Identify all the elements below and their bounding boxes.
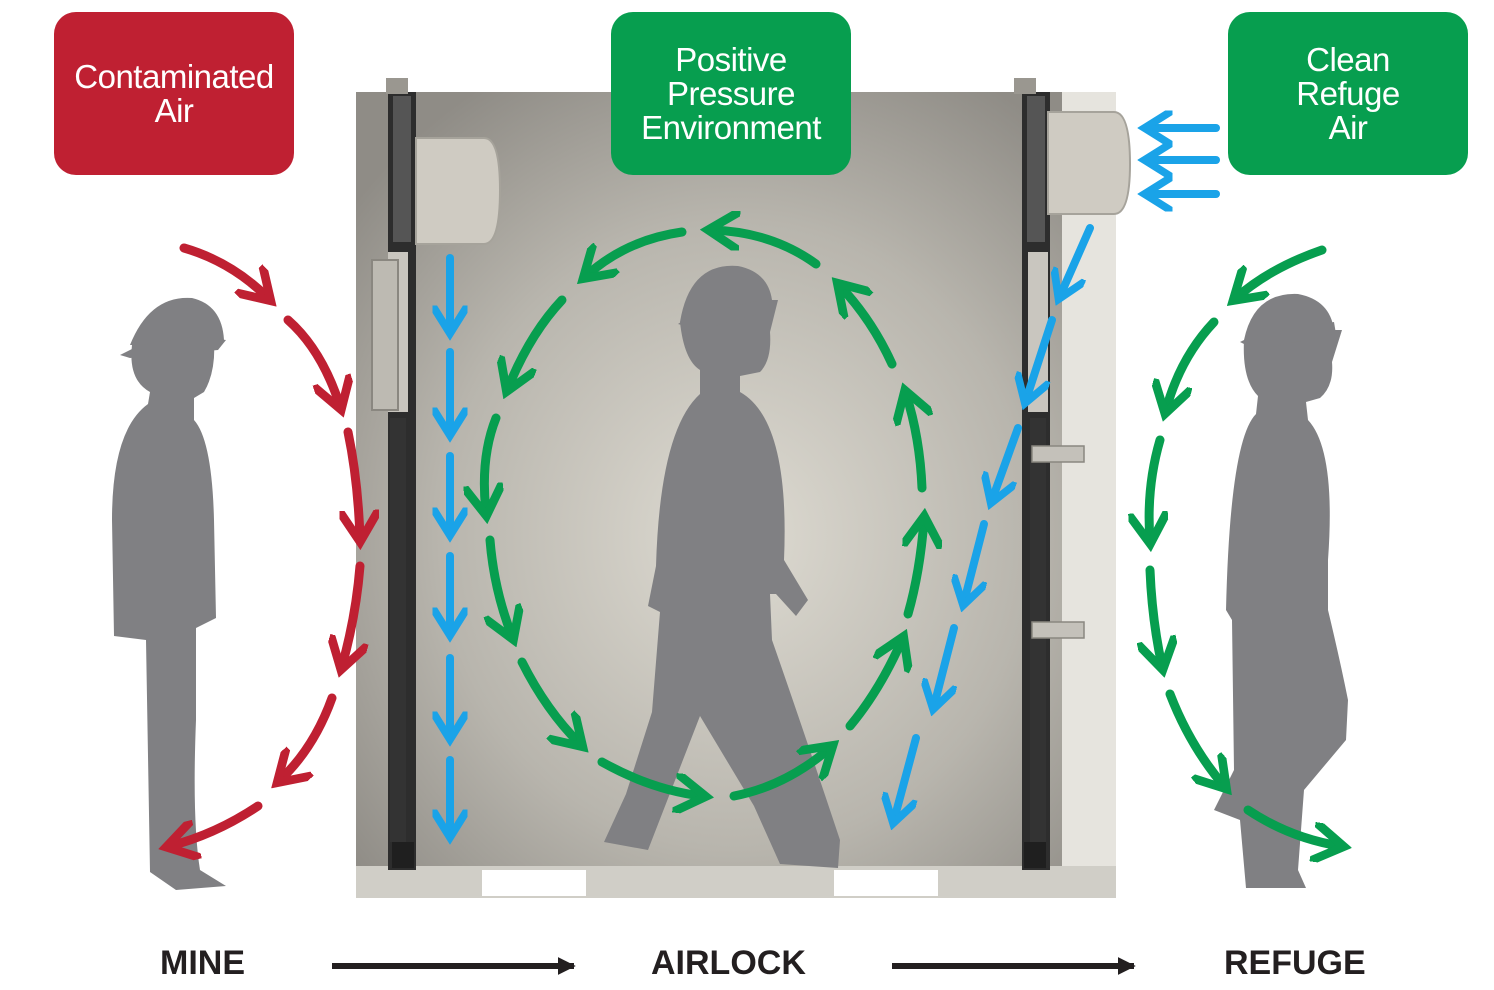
clean-refuge-air-label: Clean Refuge Air (1228, 12, 1468, 175)
stage-refuge: REFUGE (1224, 944, 1366, 982)
miner-silhouette-refuge (1214, 293, 1348, 888)
contaminated-air-flow (170, 243, 360, 846)
clean-refuge-air-text: Clean Refuge Air (1296, 40, 1400, 146)
contaminated-air-text: Contaminated Air (74, 57, 274, 129)
positive-pressure-flow (484, 230, 924, 796)
stage-mine: MINE (160, 944, 245, 982)
positive-pressure-text: Positive Pressure Environment (641, 40, 821, 146)
clean-air-flow-blue (450, 128, 1220, 834)
clean-air-flow-refuge (1149, 245, 1340, 846)
positive-pressure-label: Positive Pressure Environment (611, 12, 851, 175)
contaminated-air-label: Contaminated Air (54, 12, 294, 175)
miner-silhouette-airlock (604, 265, 840, 868)
miner-silhouette-mine (112, 297, 226, 890)
stage-airlock: AIRLOCK (651, 944, 806, 982)
